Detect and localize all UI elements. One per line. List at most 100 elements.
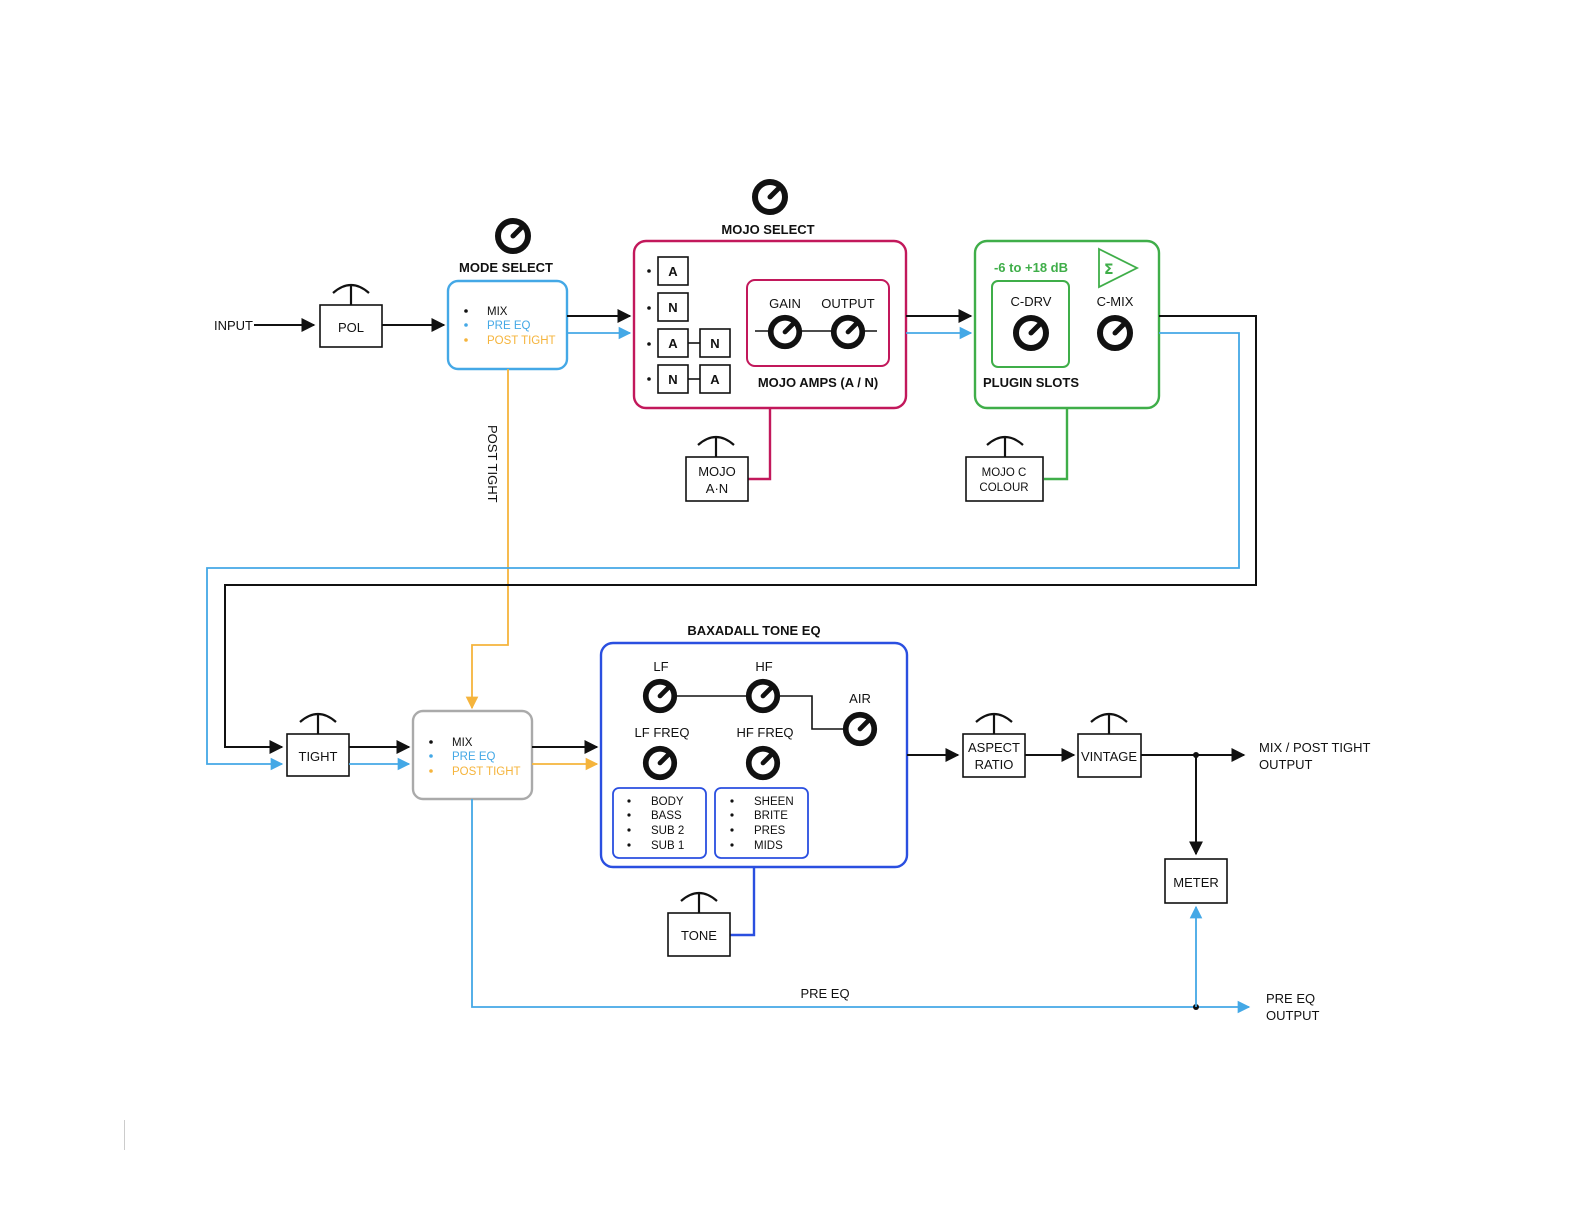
mojo-amp-option-1[interactable]: A xyxy=(647,256,689,286)
mode-option-pre-eq: PRE EQ xyxy=(487,320,531,332)
mode-select-knob-icon[interactable] xyxy=(498,221,528,251)
mojo-box: A N A N N A GAIN OUTPUT MOJO xyxy=(632,239,908,410)
preeq-return-route xyxy=(206,332,1240,771)
sum-icon xyxy=(1098,247,1140,289)
tone-eq-title: BAXADALL TONE EQ xyxy=(687,623,820,638)
tight-toggle-icon xyxy=(298,712,338,734)
mojo-select-knob-icon[interactable] xyxy=(755,182,785,212)
lf-freq-label: LF FREQ xyxy=(635,725,690,740)
mojo-c-switch-link xyxy=(1044,408,1069,481)
tone-eq-box: LF HF AIR LF FREQ HF FREQ BODY BASS SUB … xyxy=(599,641,909,869)
svg-text:INPUT: INPUT xyxy=(214,318,253,333)
svg-text:METER: METER xyxy=(1173,875,1219,890)
mode-option-post-tight: POST TIGHT xyxy=(487,335,556,347)
aspect-ratio-switch[interactable]: ASPECT RATIO xyxy=(962,712,1026,778)
pol-label: POL xyxy=(338,320,364,335)
svg-text:VINTAGE: VINTAGE xyxy=(1081,749,1137,764)
svg-text:TONE: TONE xyxy=(681,928,717,943)
mojo-output-knob-icon[interactable] xyxy=(834,318,863,347)
mode-select-box[interactable]: MIX PRE EQ POST TIGHT xyxy=(446,279,569,371)
plugin-range-label: -6 to +18 dB xyxy=(994,260,1068,275)
mojo-amp-option-2[interactable]: N xyxy=(647,292,689,322)
svg-text:ASPECT: ASPECT xyxy=(968,740,1020,755)
tone-toggle-icon xyxy=(679,891,719,913)
svg-text:BODY: BODY xyxy=(651,796,684,808)
mojo-an-switch[interactable]: MOJO A·N xyxy=(685,435,749,502)
pol-toggle-icon xyxy=(331,283,371,305)
mojo-amp-option-4[interactable]: N A xyxy=(647,364,731,394)
mojo-c-toggle-icon xyxy=(985,435,1025,457)
pre-eq-output-label-1: PRE EQ xyxy=(1266,991,1315,1006)
mode2-option-post-tight: POST TIGHT xyxy=(452,766,521,778)
svg-text:MIDS: MIDS xyxy=(754,840,783,852)
lf-freq-options: BODY BASS SUB 2 SUB 1 xyxy=(612,787,707,859)
pre-eq-output-label-2: OUTPUT xyxy=(1266,1008,1320,1023)
tone-switch[interactable]: TONE xyxy=(667,891,731,957)
hf-freq-label: HF FREQ xyxy=(736,725,793,740)
hf-knob-icon[interactable] xyxy=(749,682,778,711)
svg-text:MOJO: MOJO xyxy=(698,464,736,479)
vintage-switch[interactable]: VINTAGE xyxy=(1077,712,1142,778)
svg-text:N: N xyxy=(668,372,677,387)
cmix-knob-icon[interactable] xyxy=(1100,318,1130,348)
mojo-amps-label: MOJO AMPS (A / N) xyxy=(758,375,878,390)
cdrv-knob-icon[interactable] xyxy=(1016,318,1046,348)
svg-text:BRITE: BRITE xyxy=(754,810,788,822)
mode2-option-pre-eq: PRE EQ xyxy=(452,751,496,763)
mojo-c-colour-switch[interactable]: MOJO C COLOUR xyxy=(965,435,1044,502)
svg-text:N: N xyxy=(710,336,719,351)
mode-select-2-box[interactable]: MIX PRE EQ POST TIGHT xyxy=(411,709,534,801)
tight-switch[interactable]: TIGHT xyxy=(286,712,350,777)
svg-text:A: A xyxy=(668,264,678,279)
mojo-an-toggle-icon xyxy=(696,435,736,457)
pre-eq-route-label: PRE EQ xyxy=(800,986,849,1001)
air-label: AIR xyxy=(849,691,871,706)
pol-switch[interactable]: POL xyxy=(319,283,383,348)
svg-text:Σ: Σ xyxy=(1104,262,1114,278)
svg-text:COLOUR: COLOUR xyxy=(979,482,1028,494)
tone-switch-link xyxy=(730,867,756,937)
input-label: INPUT xyxy=(214,318,253,333)
mode-option-mix: MIX xyxy=(487,306,508,318)
mode2-option-mix: MIX xyxy=(452,737,473,749)
mojo-output-label: OUTPUT xyxy=(821,296,875,311)
mix-return-route xyxy=(224,315,1257,754)
hf-freq-options: SHEEN BRITE PRES MIDS xyxy=(714,787,809,859)
svg-text:A·N: A·N xyxy=(706,481,728,496)
svg-text:A: A xyxy=(668,336,678,351)
mix-output-label-2: OUTPUT xyxy=(1259,757,1313,772)
svg-text:RATIO: RATIO xyxy=(975,757,1014,772)
svg-text:TIGHT: TIGHT xyxy=(299,749,338,764)
post-tight-route-label: POST TIGHT xyxy=(485,425,500,503)
mojo-amp-option-3[interactable]: A N xyxy=(647,328,731,358)
mojo-gain-label: GAIN xyxy=(769,296,801,311)
mix-output-label-1: MIX / POST TIGHT xyxy=(1259,740,1371,755)
plugin-cmix-label: C-MIX xyxy=(1097,294,1134,309)
lf-knob-icon[interactable] xyxy=(646,682,675,711)
svg-text:A: A xyxy=(710,372,720,387)
svg-text:SHEEN: SHEEN xyxy=(754,796,794,808)
pre-eq-output-route xyxy=(471,799,1251,1014)
aspect-ratio-toggle-icon xyxy=(974,712,1014,734)
plugin-slots-label: PLUGIN SLOTS xyxy=(983,375,1079,390)
svg-text:SUB 1: SUB 1 xyxy=(651,840,684,852)
mojo-gain-knob-icon[interactable] xyxy=(771,318,800,347)
mode-select-title: MODE SELECT xyxy=(459,260,553,275)
svg-text:N: N xyxy=(668,300,677,315)
hf-label: HF xyxy=(755,659,772,674)
meter[interactable]: METER xyxy=(1164,858,1228,904)
plugin-cdrv-label: C-DRV xyxy=(1011,294,1052,309)
air-knob-icon[interactable] xyxy=(846,715,875,744)
lf-label: LF xyxy=(653,659,668,674)
plugin-box: -6 to +18 dB Σ C-DRV C-MIX PLUGIN SLOTS xyxy=(973,239,1161,410)
lf-freq-knob-icon[interactable] xyxy=(646,749,675,778)
svg-text:PRES: PRES xyxy=(754,825,786,837)
svg-text:MOJO C: MOJO C xyxy=(982,467,1027,479)
mojo-select-title: MOJO SELECT xyxy=(721,222,814,237)
hf-freq-knob-icon[interactable] xyxy=(749,749,778,778)
svg-text:SUB 2: SUB 2 xyxy=(651,825,684,837)
mojo-switch-link xyxy=(748,408,772,481)
svg-text:BASS: BASS xyxy=(651,810,682,822)
page-margin-mark xyxy=(124,1120,125,1150)
